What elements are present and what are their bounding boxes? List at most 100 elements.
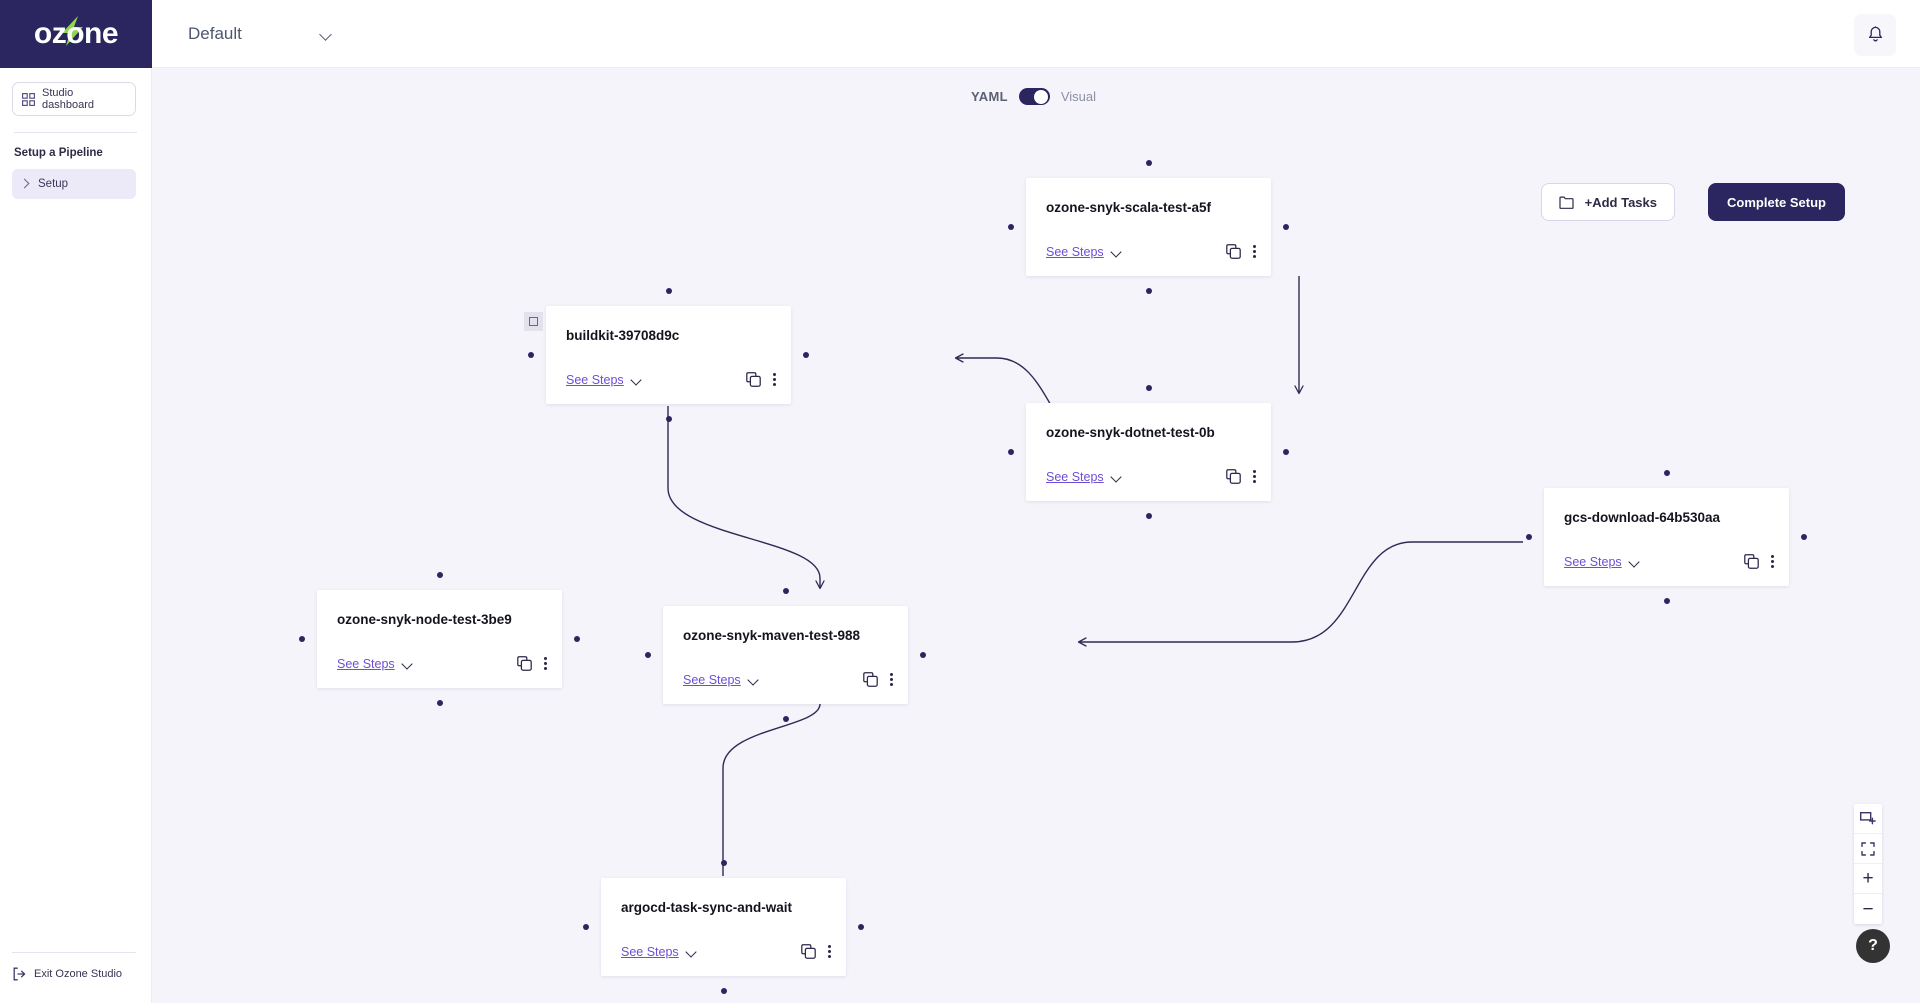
see-steps-link[interactable]: See Steps	[1046, 245, 1122, 259]
pipeline-canvas[interactable]: YAML Visual +Add Tasks Complete Setup oz…	[152, 68, 1920, 1003]
node-handle-bottom[interactable]	[1663, 598, 1670, 604]
node-handle-left[interactable]	[528, 352, 534, 358]
copy-icon[interactable]	[746, 372, 761, 387]
edge-argocd-to-maven[interactable]	[722, 694, 825, 876]
node-handle-left[interactable]	[583, 924, 589, 930]
node-actions	[1744, 553, 1775, 570]
node-handle-right[interactable]	[858, 924, 864, 930]
see-steps-link[interactable]: See Steps	[1046, 470, 1122, 484]
node-actions	[1226, 243, 1257, 260]
mode-toggle[interactable]: YAML Visual	[971, 88, 1096, 105]
kebab-menu-icon[interactable]	[1253, 468, 1257, 485]
add-tasks-button[interactable]: +Add Tasks	[1540, 183, 1675, 221]
bell-icon	[1868, 26, 1882, 42]
brand-name: ozone	[33, 16, 119, 50]
brand-logo[interactable]: ozone	[0, 0, 152, 68]
add-node-button[interactable]	[1854, 804, 1882, 834]
chevron-down-icon	[402, 660, 413, 667]
complete-setup-button[interactable]: Complete Setup	[1708, 183, 1845, 221]
node-handle-right[interactable]	[920, 652, 926, 658]
node-handle-left[interactable]	[1008, 224, 1014, 230]
kebab-menu-icon[interactable]	[1253, 243, 1257, 260]
notifications-button[interactable]	[1854, 14, 1896, 56]
node-handle-top[interactable]	[665, 288, 672, 294]
node-handle-bottom[interactable]	[665, 416, 672, 422]
node-handle-left[interactable]	[645, 652, 651, 658]
sidebar-item-setup[interactable]: Setup	[12, 169, 136, 199]
see-steps-link[interactable]: See Steps	[621, 945, 697, 959]
node-handle-top[interactable]	[436, 572, 443, 578]
help-button[interactable]: ?	[1856, 929, 1890, 963]
node-handle-bottom[interactable]	[782, 716, 789, 722]
node-handle-right[interactable]	[803, 352, 809, 358]
see-steps-link[interactable]: See Steps	[337, 657, 413, 671]
node-footer: See Steps	[1046, 468, 1257, 485]
node-handle-left[interactable]	[1526, 534, 1532, 540]
node-handle-top[interactable]	[1145, 385, 1152, 391]
node-handle-left[interactable]	[1008, 449, 1014, 455]
chevron-down-icon	[686, 948, 697, 955]
folder-icon	[1559, 196, 1574, 209]
fit-view-button[interactable]	[1854, 834, 1882, 864]
node-footer: See Steps	[566, 371, 777, 388]
see-steps-label: See Steps	[683, 672, 741, 687]
zoom-out-button[interactable]: −	[1854, 894, 1882, 924]
studio-dashboard-button[interactable]: Studio dashboard	[12, 82, 136, 116]
node-handle-bottom[interactable]	[1145, 513, 1152, 519]
copy-icon[interactable]	[517, 656, 532, 671]
node-handle-bottom[interactable]	[720, 988, 727, 994]
copy-icon[interactable]	[1744, 554, 1759, 569]
workspace-selector[interactable]: Default	[184, 18, 337, 50]
copy-icon[interactable]	[863, 672, 878, 687]
see-steps-label: See Steps	[1046, 244, 1104, 259]
node-handle-top[interactable]	[1663, 470, 1670, 476]
see-steps-link[interactable]: See Steps	[1564, 555, 1640, 569]
node-handle-right[interactable]	[1801, 534, 1807, 540]
exit-label: Exit Ozone Studio	[34, 968, 123, 980]
node-title: buildkit-39708d9c	[566, 328, 680, 343]
node-handle-bottom[interactable]	[1145, 288, 1152, 294]
exit-ozone-studio-link[interactable]: Exit Ozone Studio	[12, 952, 136, 981]
node-handle-top[interactable]	[720, 860, 727, 866]
chevron-down-icon	[1629, 558, 1640, 565]
see-steps-link[interactable]: See Steps	[566, 373, 642, 387]
chevron-down-icon	[1111, 473, 1122, 480]
kebab-menu-icon[interactable]	[773, 371, 777, 388]
node-handle-left[interactable]	[299, 636, 305, 642]
kebab-menu-icon[interactable]	[544, 655, 548, 672]
node-handle-top[interactable]	[782, 588, 789, 594]
edge-gcs-to-maven[interactable]	[1077, 541, 1523, 647]
workspace-value: Default	[188, 23, 242, 43]
node-actions	[746, 371, 777, 388]
sidebar-divider	[14, 132, 137, 133]
see-steps-link[interactable]: See Steps	[683, 673, 759, 687]
node-handle-top[interactable]	[1145, 160, 1152, 166]
copy-icon[interactable]	[801, 944, 816, 959]
edge-buildkit-to-maven[interactable]	[667, 406, 825, 590]
node-handle-right[interactable]	[1283, 224, 1289, 230]
node-collapse-handle[interactable]	[524, 312, 543, 331]
node-handle-right[interactable]	[574, 636, 580, 642]
zoom-in-button[interactable]: +	[1854, 864, 1882, 894]
studio-dashboard-label: Studio dashboard	[42, 87, 94, 111]
kebab-menu-icon[interactable]	[1771, 553, 1775, 570]
kebab-menu-icon[interactable]	[890, 671, 894, 688]
copy-icon[interactable]	[1226, 244, 1241, 259]
kebab-menu-icon[interactable]	[828, 943, 832, 960]
node-footer: See Steps	[337, 655, 548, 672]
yaml-visual-switch[interactable]	[1018, 88, 1050, 105]
sidebar: Studio dashboard Setup a Pipeline Setup …	[0, 68, 152, 1003]
node-handle-right[interactable]	[1283, 449, 1289, 455]
node-handle-bottom[interactable]	[436, 700, 443, 706]
see-steps-label: See Steps	[337, 656, 395, 671]
copy-icon[interactable]	[1226, 469, 1241, 484]
toggle-label-yaml: YAML	[971, 89, 1008, 104]
